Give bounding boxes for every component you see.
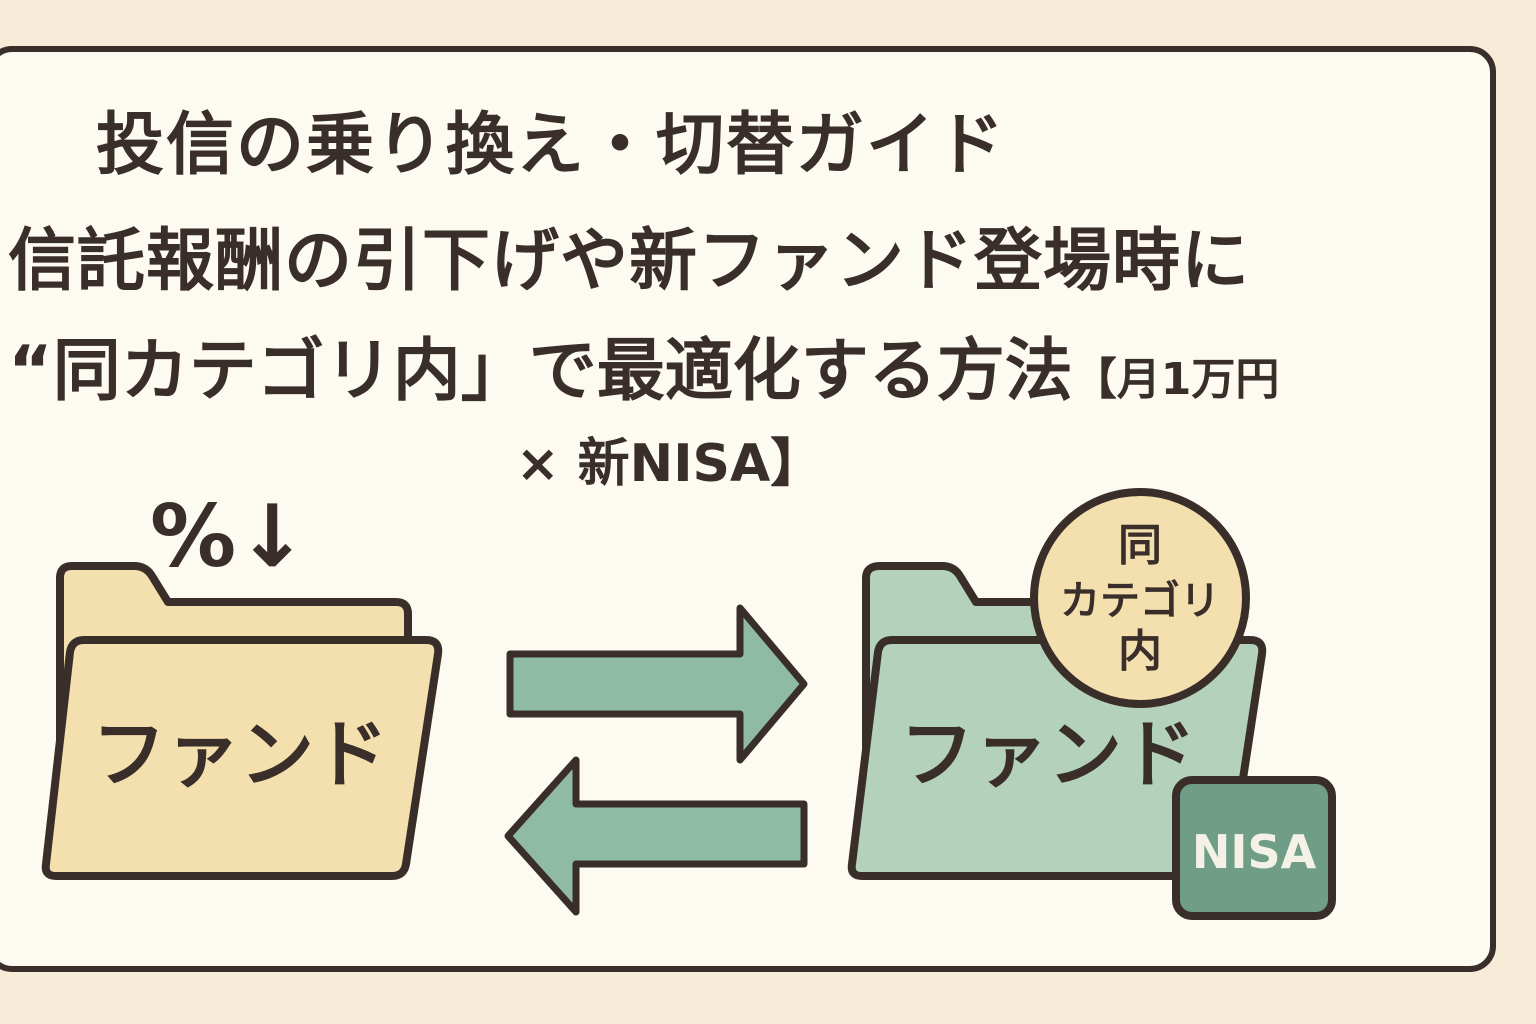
title-line-4: × 新NISA】 bbox=[516, 434, 823, 494]
title-line-2: 信託報酬の引下げや新ファンド登場時に bbox=[8, 222, 1251, 301]
right-folder-label: ファンド bbox=[900, 712, 1196, 798]
title-line-3-tail: 【月1万円 bbox=[1072, 354, 1280, 405]
arrow-left-icon bbox=[504, 756, 808, 916]
left-folder-label: ファンド bbox=[92, 712, 388, 798]
nisa-tag-label: NISA bbox=[1192, 825, 1317, 879]
title-line-3: “同カテゴリ内」で最適化する方法【月1万円 bbox=[8, 338, 1279, 406]
same-category-line-3: 内 bbox=[1118, 626, 1162, 677]
same-category-line-1: 同 bbox=[1118, 520, 1162, 571]
left-folder-icon: ファンド bbox=[41, 562, 443, 880]
title-line-3-main: “同カテゴリ内」で最適化する方法 bbox=[8, 332, 1073, 411]
title-line-1: 投信の乗り換え・切替ガイド bbox=[96, 106, 1007, 185]
nisa-tag: NISA bbox=[1172, 776, 1336, 920]
arrow-right-icon bbox=[506, 604, 808, 764]
same-category-badge: 同 カテゴリ 内 bbox=[1030, 488, 1250, 708]
left-folder-front bbox=[41, 636, 443, 880]
fee-down-badge: %↓ bbox=[150, 487, 308, 587]
same-category-line-2: カテゴリ bbox=[1060, 578, 1220, 624]
